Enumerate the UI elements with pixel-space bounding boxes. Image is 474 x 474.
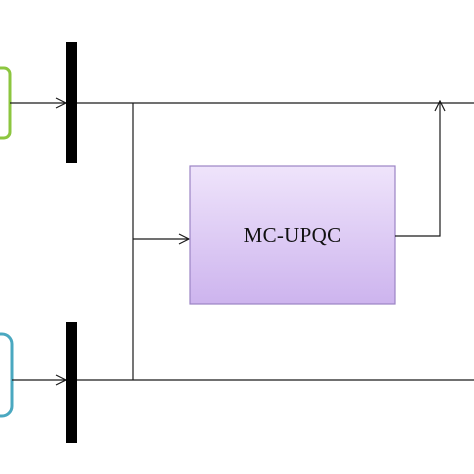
mc-upqc-box bbox=[189, 165, 396, 305]
bus-bar-top bbox=[66, 42, 77, 163]
bus-bar-bottom bbox=[66, 322, 77, 443]
source-block-bottom bbox=[0, 332, 14, 418]
controller-output-arrow bbox=[395, 101, 440, 237]
source-block-top bbox=[0, 66, 12, 140]
